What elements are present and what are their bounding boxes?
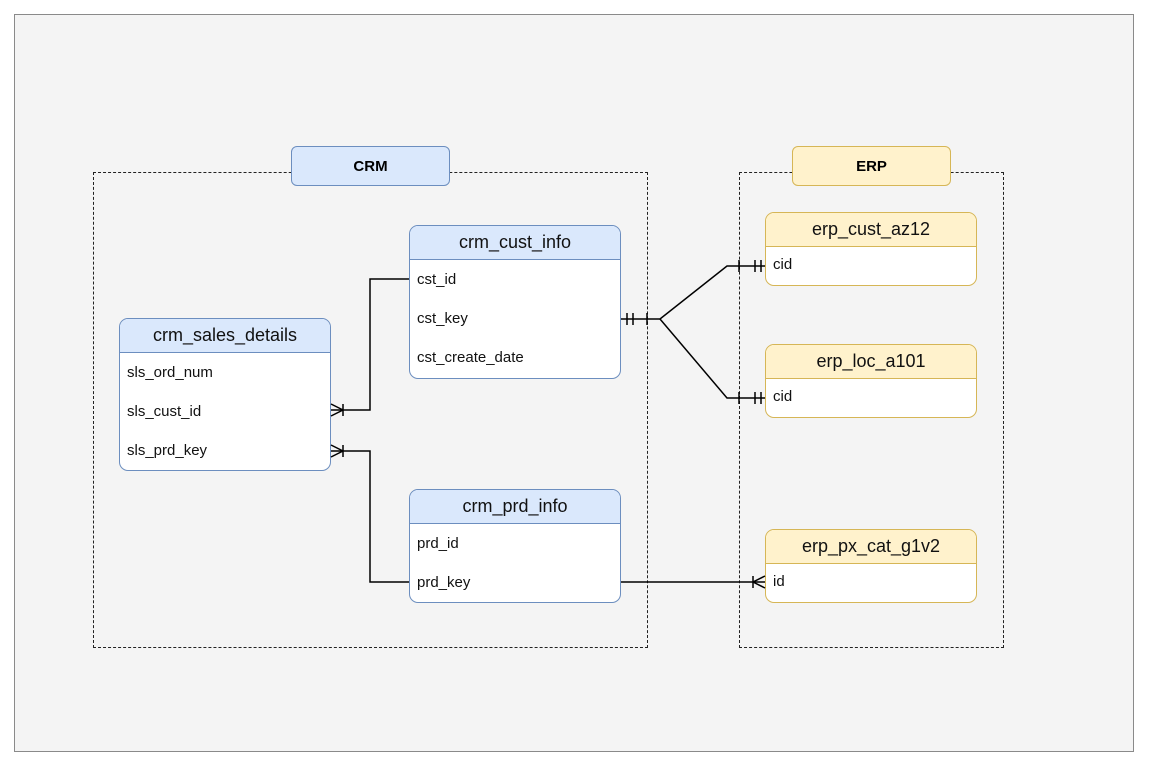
entity-erp-loc-a101[interactable]: erp_loc_a101 cid [765,344,977,418]
crm-group-label[interactable]: CRM [291,146,450,186]
entity-title: erp_cust_az12 [766,213,976,247]
field-prd-key[interactable]: prd_key [417,574,471,591]
field-prd-id[interactable]: prd_id [417,535,459,552]
entity-crm-prd-info[interactable]: crm_prd_info prd_id prd_key [409,489,621,603]
erp-group-label-text: ERP [856,157,887,175]
field-sls-prd-key[interactable]: sls_prd_key [127,442,208,459]
entity-title: crm_sales_details [120,319,330,353]
field-cst-key[interactable]: cst_key [417,310,468,327]
field-cst-create-date[interactable]: cst_create_date [417,349,524,366]
field-cst-id[interactable]: cst_id [417,271,457,288]
entity-title: erp_px_cat_g1v2 [766,530,976,564]
entity-title: erp_loc_a101 [766,345,976,379]
entity-crm-sales-details[interactable]: crm_sales_details sls_ord_num sls_cust_i… [119,318,331,471]
entity-title: crm_prd_info [410,490,620,524]
field-cid[interactable]: cid [773,256,793,273]
entity-crm-cust-info[interactable]: crm_cust_info cst_id cst_key cst_create_… [409,225,621,379]
erp-group-label[interactable]: ERP [792,146,951,186]
field-sls-cust-id[interactable]: sls_cust_id [127,403,202,420]
entity-erp-px-cat-g1v2[interactable]: erp_px_cat_g1v2 id [765,529,977,603]
entity-erp-cust-az12[interactable]: erp_cust_az12 cid [765,212,977,286]
entity-title: crm_cust_info [410,226,620,260]
crm-group-label-text: CRM [353,157,388,175]
field-id[interactable]: id [773,573,785,590]
field-cid[interactable]: cid [773,388,793,405]
field-sls-ord-num[interactable]: sls_ord_num [127,364,213,381]
